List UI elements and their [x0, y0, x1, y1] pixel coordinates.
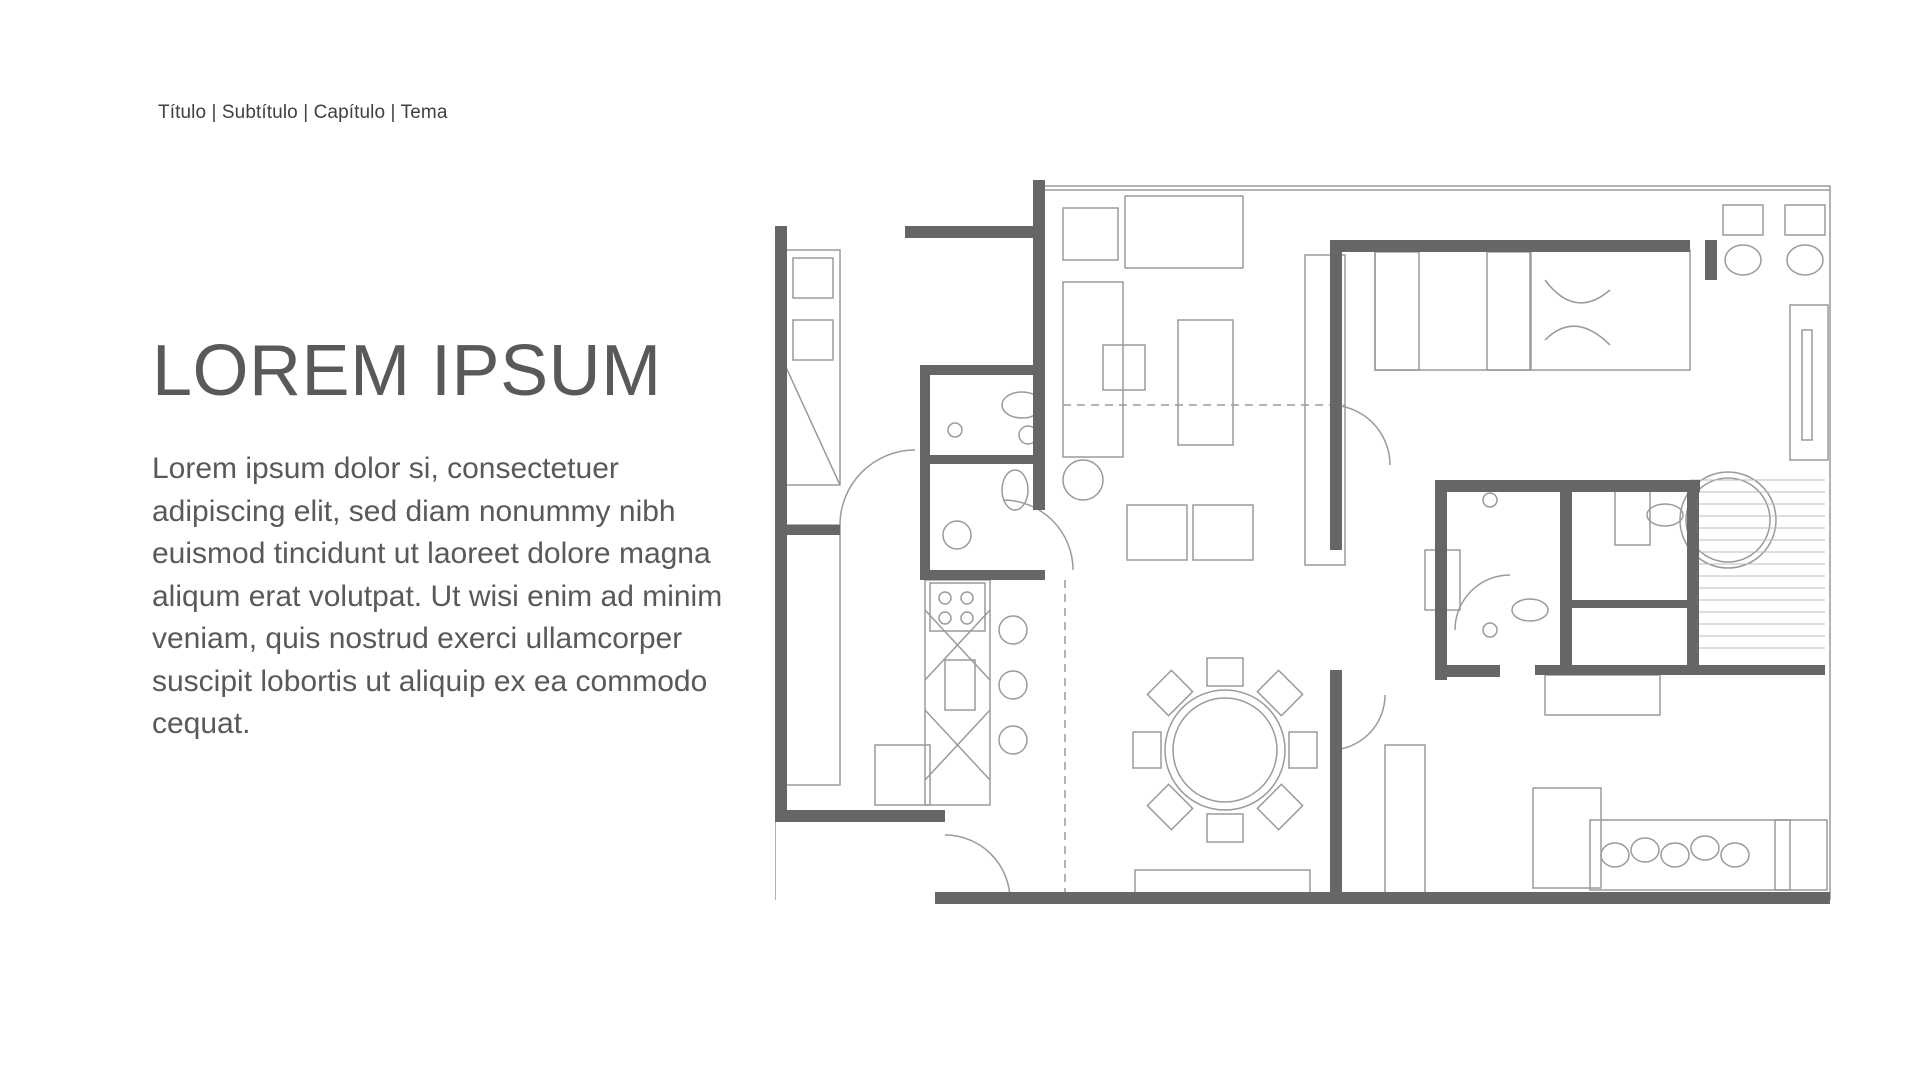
page-title: LOREM IPSUM [152, 331, 662, 411]
breadcrumb: Título | Subtítulo | Capítulo | Tema [158, 102, 448, 123]
body-paragraph: Lorem ipsum dolor si, consectetuer adipi… [152, 452, 723, 740]
floor-plan-image [775, 180, 1835, 910]
